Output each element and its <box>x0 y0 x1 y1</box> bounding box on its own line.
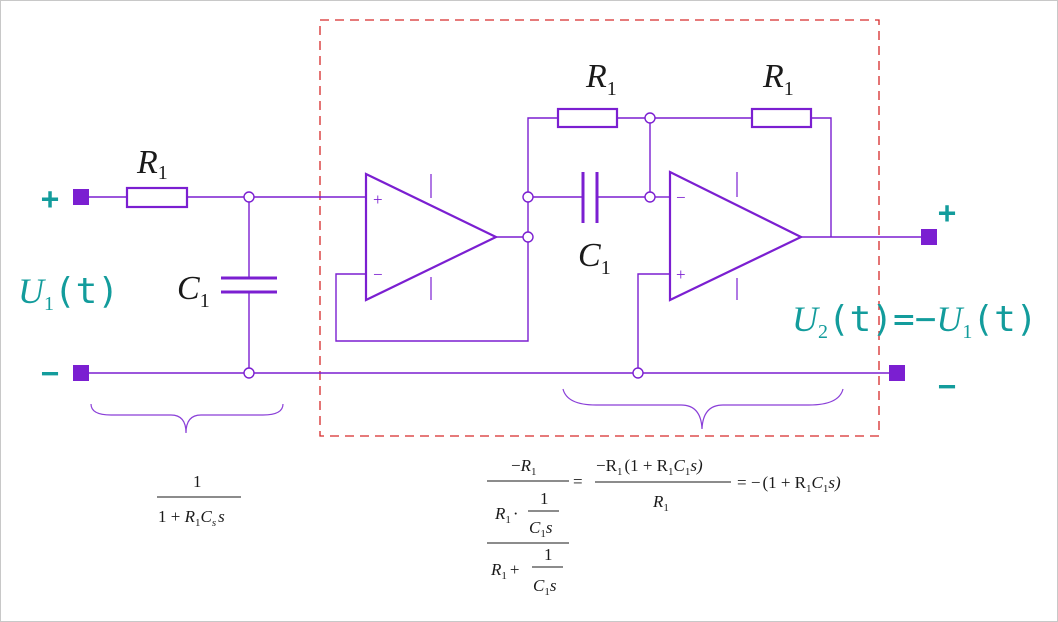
opamp1-minus-sign: − <box>373 265 383 284</box>
formula-right: −R1 R1· 1 C1s R1+ 1 C1s = −R1(1 + R1C1s)… <box>487 456 841 598</box>
subsystem-dashed-box <box>319 19 880 437</box>
label-c-shunt: C1 <box>177 270 210 312</box>
out-minus-sign: − <box>938 369 956 404</box>
label-u1: U1(t) <box>18 271 119 315</box>
formula-right-eq1: = <box>573 472 583 491</box>
label-r-input: R1 <box>136 144 168 184</box>
brace-right <box>562 388 844 430</box>
terminal-in-plus <box>73 189 89 205</box>
label-u2-equation: U2(t)=−U1(t) <box>792 299 1037 343</box>
terminal-out-plus <box>921 229 937 245</box>
brace-left <box>90 403 284 434</box>
resistor-feedback-right <box>750 107 813 129</box>
opamp2-plus-sign: + <box>676 265 686 284</box>
label-r-feedback-right: R1 <box>762 58 794 100</box>
formula-right-t1-numerator: −R1 <box>511 456 536 478</box>
label-r-feedback-top: R1 <box>585 58 617 100</box>
formula-right-t1-den-top: R1· <box>494 504 519 526</box>
terminal-in-minus <box>73 365 89 381</box>
terminal-out-minus <box>889 365 905 381</box>
in-minus-sign: − <box>41 356 59 391</box>
label-c-series: C1 <box>578 237 611 279</box>
in-plus-sign: + <box>41 182 59 217</box>
junction-nodes <box>243 112 656 379</box>
wires <box>81 117 921 374</box>
resistor-input <box>125 186 189 209</box>
formula-right-t3: = −(1 + R1C1s) <box>737 473 841 495</box>
formula-right-t1-den-bot: R1+ <box>490 560 519 582</box>
formula-right-t1-den-bot-frac-num: 1 <box>544 545 553 564</box>
opamp-2: − + <box>668 170 804 302</box>
formula-left-numerator: 1 <box>193 472 202 491</box>
capacitor-series <box>581 172 599 223</box>
opamp2-minus-sign: − <box>676 188 686 207</box>
resistor-feedback-top <box>556 107 619 129</box>
formula-right-t2-denominator: R1 <box>652 492 669 514</box>
formula-right-t1-den-bot-frac-den: C1s <box>533 576 557 598</box>
formula-right-t2-numerator: −R1(1 + R1C1s) <box>596 456 703 478</box>
capacitor-shunt <box>221 276 277 294</box>
formula-right-t1-den-top-frac-num: 1 <box>540 489 549 508</box>
opamp1-plus-sign: + <box>373 190 383 209</box>
formula-right-t1-den-top-frac-den: C1s <box>529 518 553 540</box>
opamp-1: + − <box>364 172 499 302</box>
out-plus-sign: + <box>938 196 956 231</box>
